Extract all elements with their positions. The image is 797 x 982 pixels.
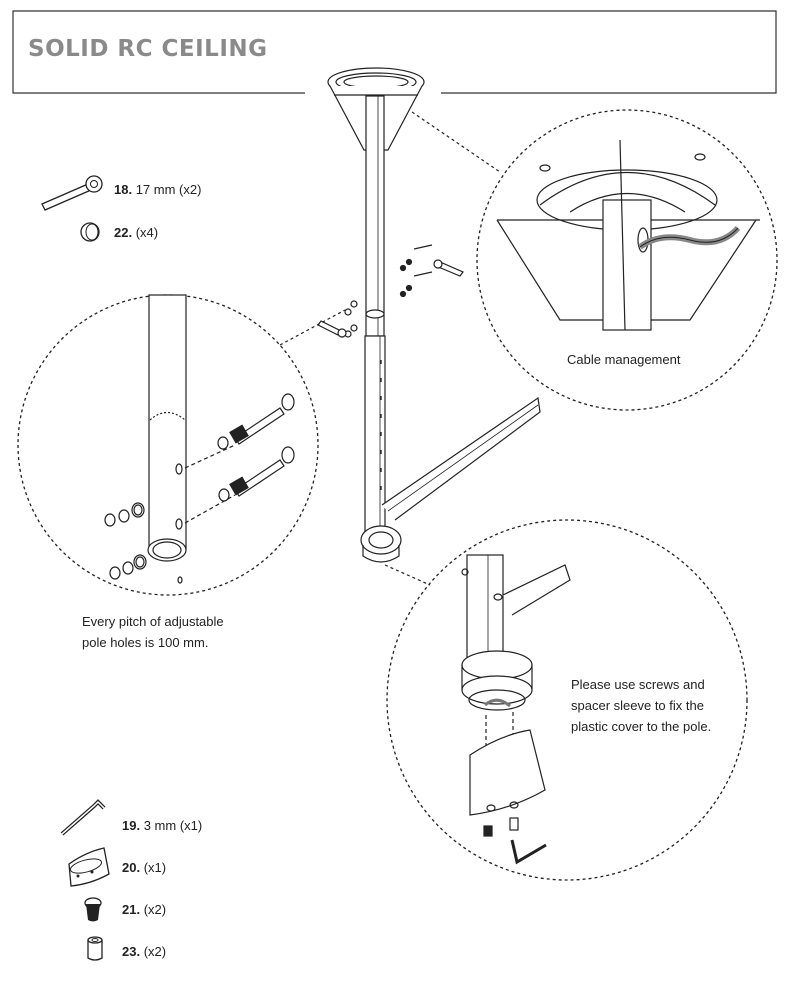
part-item-23: 23. (x2): [122, 944, 166, 959]
part-desc: (x4): [135, 225, 159, 240]
part-number: 23.: [122, 944, 141, 959]
part-number: 22.: [114, 225, 133, 240]
note-line: plastic cover to the pole.: [571, 719, 712, 734]
part-item-20: 20. (x1): [122, 860, 166, 875]
cable-management-label: Cable management: [567, 349, 680, 370]
part-number: 19.: [122, 818, 141, 833]
cover-detail-callout: [384, 519, 748, 881]
part-item-22: 22. (x4): [114, 225, 158, 240]
part-desc: (x2): [143, 944, 167, 959]
part-number: 18.: [114, 182, 133, 197]
page-title: SOLID RC CEILING: [28, 36, 268, 62]
part-item-19: 19. 3 mm (x1): [122, 818, 202, 833]
part-number: 20.: [122, 860, 141, 875]
plastic-cover-icon: [68, 847, 110, 887]
part-number: 21.: [122, 902, 141, 917]
part-item-18: 18. 17 mm (x2): [114, 182, 201, 197]
part-item-21: 21. (x2): [122, 902, 166, 917]
note-line: Every pitch of adjustable: [82, 614, 224, 629]
part-desc: 3 mm (x1): [143, 818, 203, 833]
part-desc: (x2): [143, 902, 167, 917]
spacer-sleeve-icon: [87, 936, 103, 961]
note-line: Cable management: [567, 352, 681, 367]
ceiling-pole-drawing: [317, 67, 541, 563]
part-desc: 17 mm (x2): [135, 182, 202, 197]
pitch-note: Every pitch of adjustable pole holes is …: [82, 611, 224, 653]
nut-icon: [80, 222, 100, 242]
wrench-icon: [41, 175, 103, 211]
cable-detail-callout: [411, 109, 778, 411]
part-desc: (x1): [143, 860, 167, 875]
note-line: pole holes is 100 mm.: [82, 635, 209, 650]
hex-key-icon: [60, 799, 106, 836]
note-line: spacer sleeve to fix the: [571, 698, 704, 713]
note-line: Please use screws and: [571, 677, 705, 692]
cover-note: Please use screws and spacer sleeve to f…: [571, 674, 711, 737]
pole-holes-detail-callout: [17, 294, 346, 596]
screw-icon: [84, 897, 102, 922]
